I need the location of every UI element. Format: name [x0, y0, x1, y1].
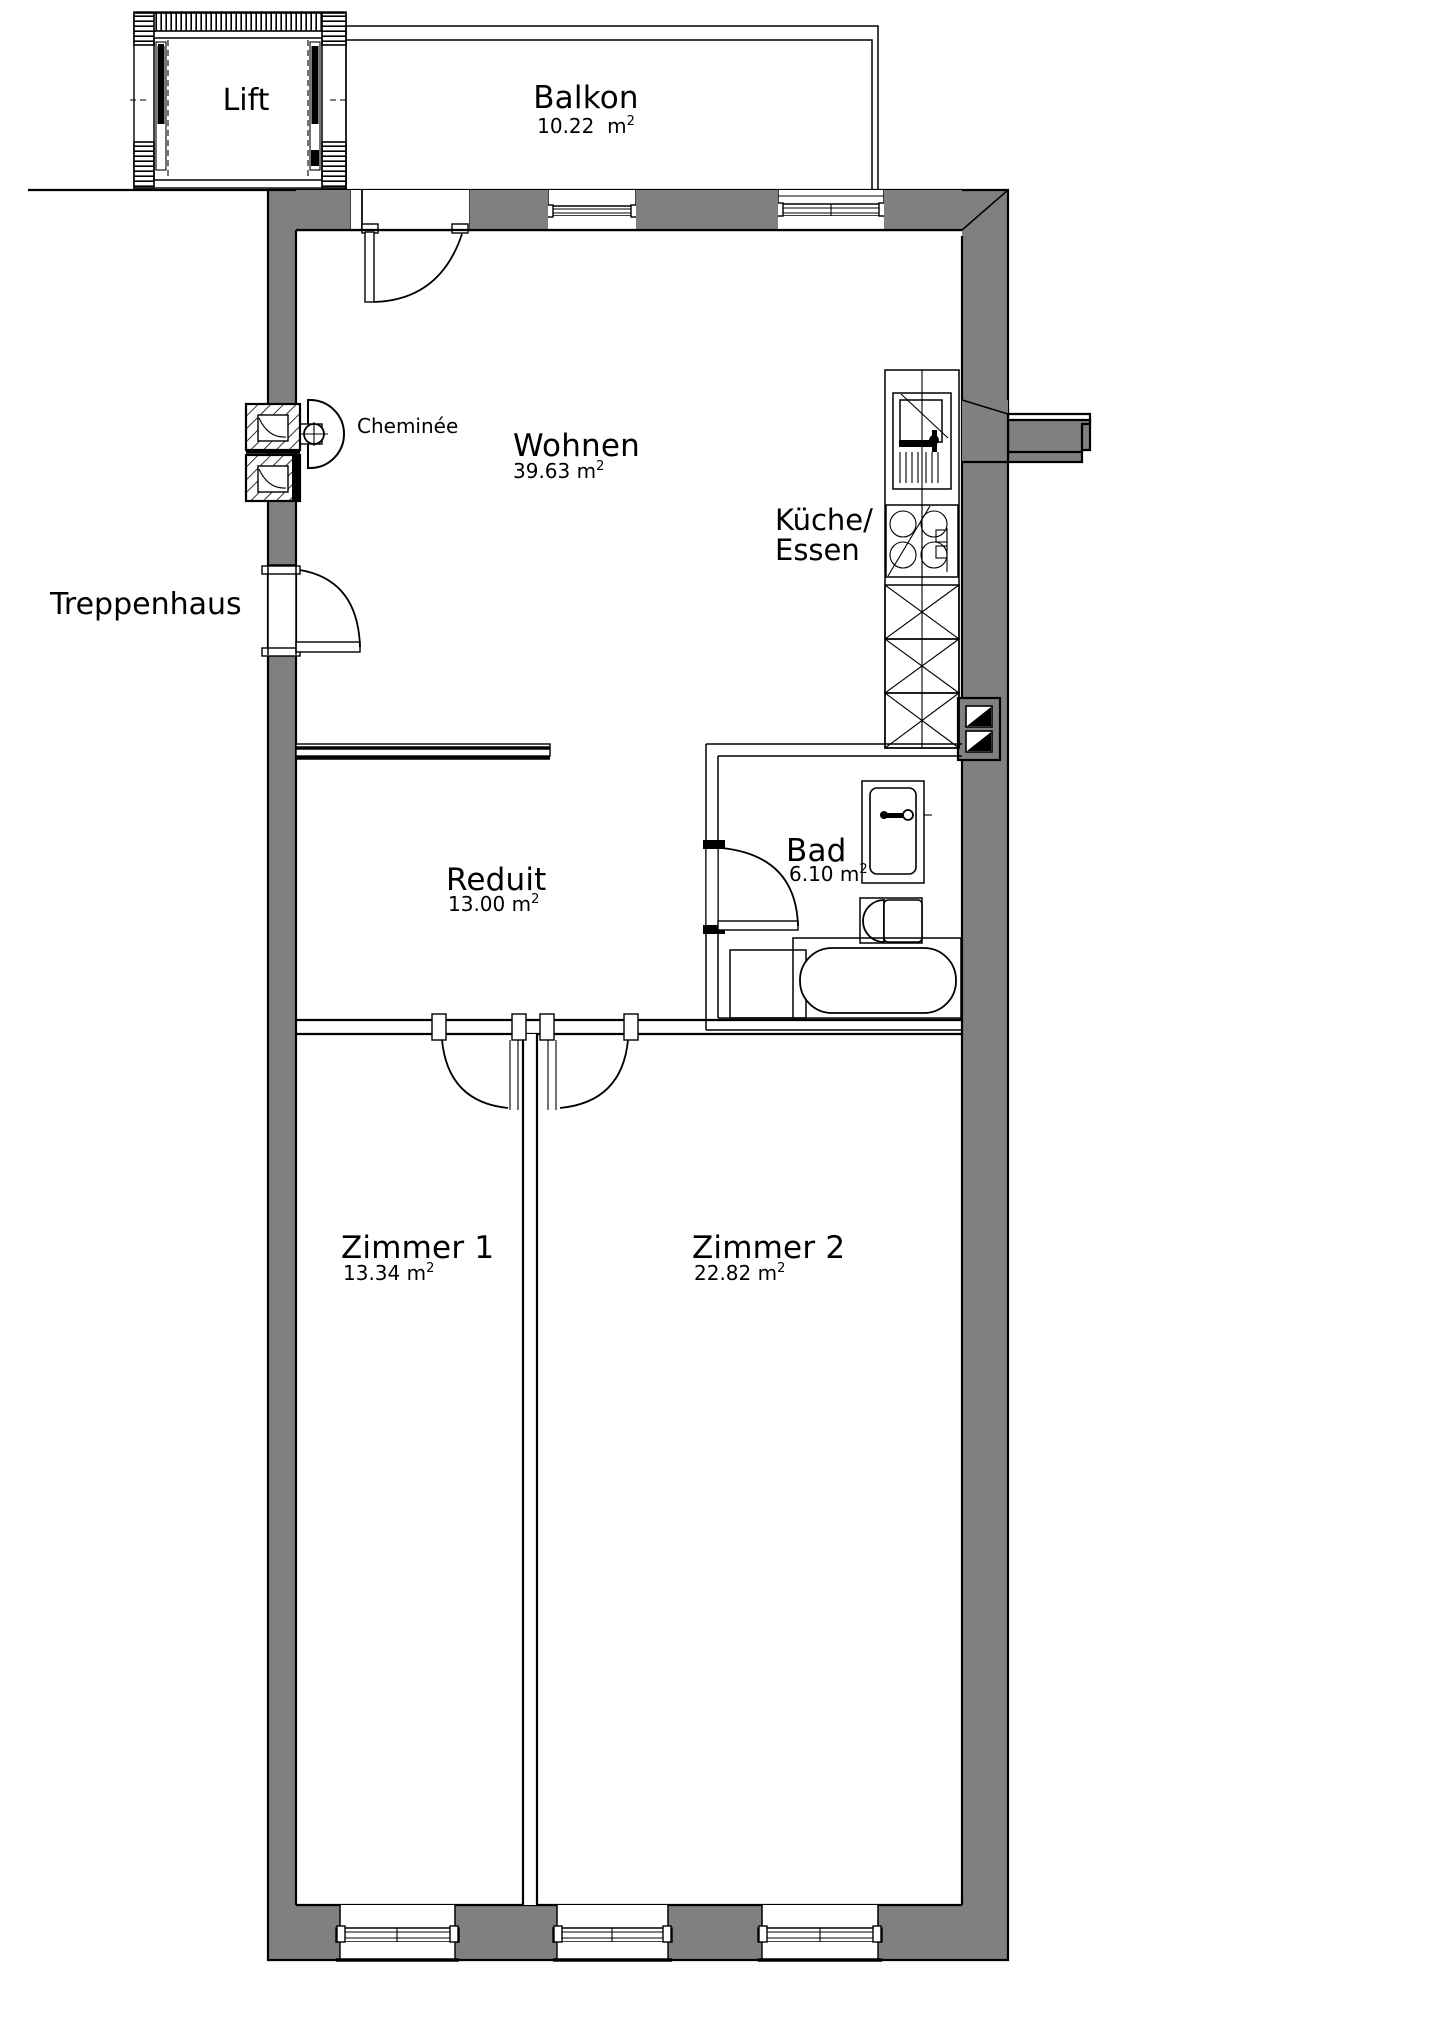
zimmer-divider: [296, 1018, 962, 1905]
area-value-reduit: 13.00: [448, 892, 505, 916]
kitchen-sink-unit: [892, 392, 952, 490]
room-area-wohnen: 39.63 m2: [513, 459, 604, 483]
room-label-wohnen: Wohnen 39.63 m2: [513, 428, 640, 483]
area-unit-reduit: m: [512, 892, 531, 916]
room-name-essen: Essen: [775, 533, 860, 567]
area-unit-zimmer2: m: [758, 1261, 777, 1285]
room-labels: Lift Balkon 10.22 m2 Cheminée Wohnen 39.…: [49, 80, 873, 1285]
washbasin: [861, 780, 932, 884]
balcony-window-right: [770, 190, 892, 231]
bathroom-door[interactable]: [703, 840, 799, 934]
area-value-balkon: 10.22: [537, 114, 594, 138]
room-name-kueche: Küche/: [775, 503, 873, 537]
area-sup-bad: 2: [859, 862, 867, 877]
room-name-reduit: Reduit: [446, 862, 547, 898]
zimmer1-door[interactable]: [431, 1013, 527, 1110]
bathtub: [792, 937, 962, 1021]
room-label-cheminee: Cheminée: [357, 414, 458, 438]
room-label-reduit: Reduit 13.00 m2: [446, 862, 547, 916]
room-name-bad: Bad: [786, 833, 847, 869]
room-label-lift: Lift: [223, 83, 270, 118]
room-area-bad: 6.10 m2: [789, 862, 868, 886]
lift-shaft: [130, 11, 350, 189]
bathroom: [703, 743, 962, 1031]
room-label-kueche-essen: Küche/ Essen: [775, 503, 873, 567]
room-label-zimmer1: Zimmer 1 13.34 m2: [341, 1230, 494, 1285]
area-sup-reduit: 2: [531, 892, 539, 907]
kitchen-counter: [884, 369, 960, 749]
area-sup-balkon: 2: [627, 114, 635, 129]
shower-tray: [729, 949, 807, 1019]
fireplace: [244, 398, 345, 503]
toilet: [859, 897, 923, 944]
entry-door[interactable]: [261, 564, 361, 657]
room-name-zimmer1: Zimmer 1: [341, 1230, 494, 1266]
room-area-reduit: 13.00 m2: [448, 892, 539, 916]
zimmer2-window-left: [552, 1905, 673, 1962]
reduit-partition: [295, 743, 551, 760]
room-name-lift: Lift: [223, 83, 270, 118]
room-area-balkon: 10.22 m2: [537, 114, 635, 138]
area-value-zimmer1: 13.34: [343, 1261, 400, 1285]
balcony-door[interactable]: [296, 190, 962, 303]
room-label-balkon: Balkon 10.22 m2: [533, 80, 639, 138]
room-area-zimmer2: 22.82 m2: [694, 1261, 785, 1285]
ventilation-shaft: [956, 696, 1002, 762]
room-area-zimmer1: 13.34 m2: [343, 1261, 434, 1285]
room-name-treppenhaus: Treppenhaus: [49, 587, 242, 622]
zimmer1-window: [335, 1905, 460, 1962]
room-name-balkon: Balkon: [533, 80, 639, 116]
exterior-wall-projection: [961, 399, 1092, 464]
area-value-wohnen: 39.63: [513, 459, 570, 483]
zimmer2-window-right: [757, 1905, 883, 1962]
area-value-zimmer2: 22.82: [694, 1261, 751, 1285]
kitchen-cabinets: [884, 584, 960, 749]
area-unit-bad: m: [840, 862, 859, 886]
area-unit-wohnen: m: [577, 459, 596, 483]
room-label-treppenhaus: Treppenhaus: [49, 587, 242, 622]
area-unit-zimmer1: m: [407, 1261, 426, 1285]
zimmer2-door[interactable]: [539, 1013, 639, 1110]
area-sup-zimmer2: 2: [777, 1261, 785, 1276]
area-unit-balkon: m: [607, 114, 626, 138]
area-sup-zimmer1: 2: [426, 1261, 434, 1276]
room-label-zimmer2: Zimmer 2 22.82 m2: [692, 1230, 845, 1285]
room-label-bad: Bad 6.10 m2: [786, 833, 868, 886]
room-name-wohnen: Wohnen: [513, 428, 640, 464]
area-sup-wohnen: 2: [596, 459, 604, 474]
room-name-zimmer2: Zimmer 2: [692, 1230, 845, 1266]
area-value-bad: 6.10: [789, 862, 834, 886]
kitchen-stove: [885, 504, 959, 578]
balcony-window-left: [540, 190, 644, 231]
room-name-cheminee: Cheminée: [357, 414, 458, 438]
